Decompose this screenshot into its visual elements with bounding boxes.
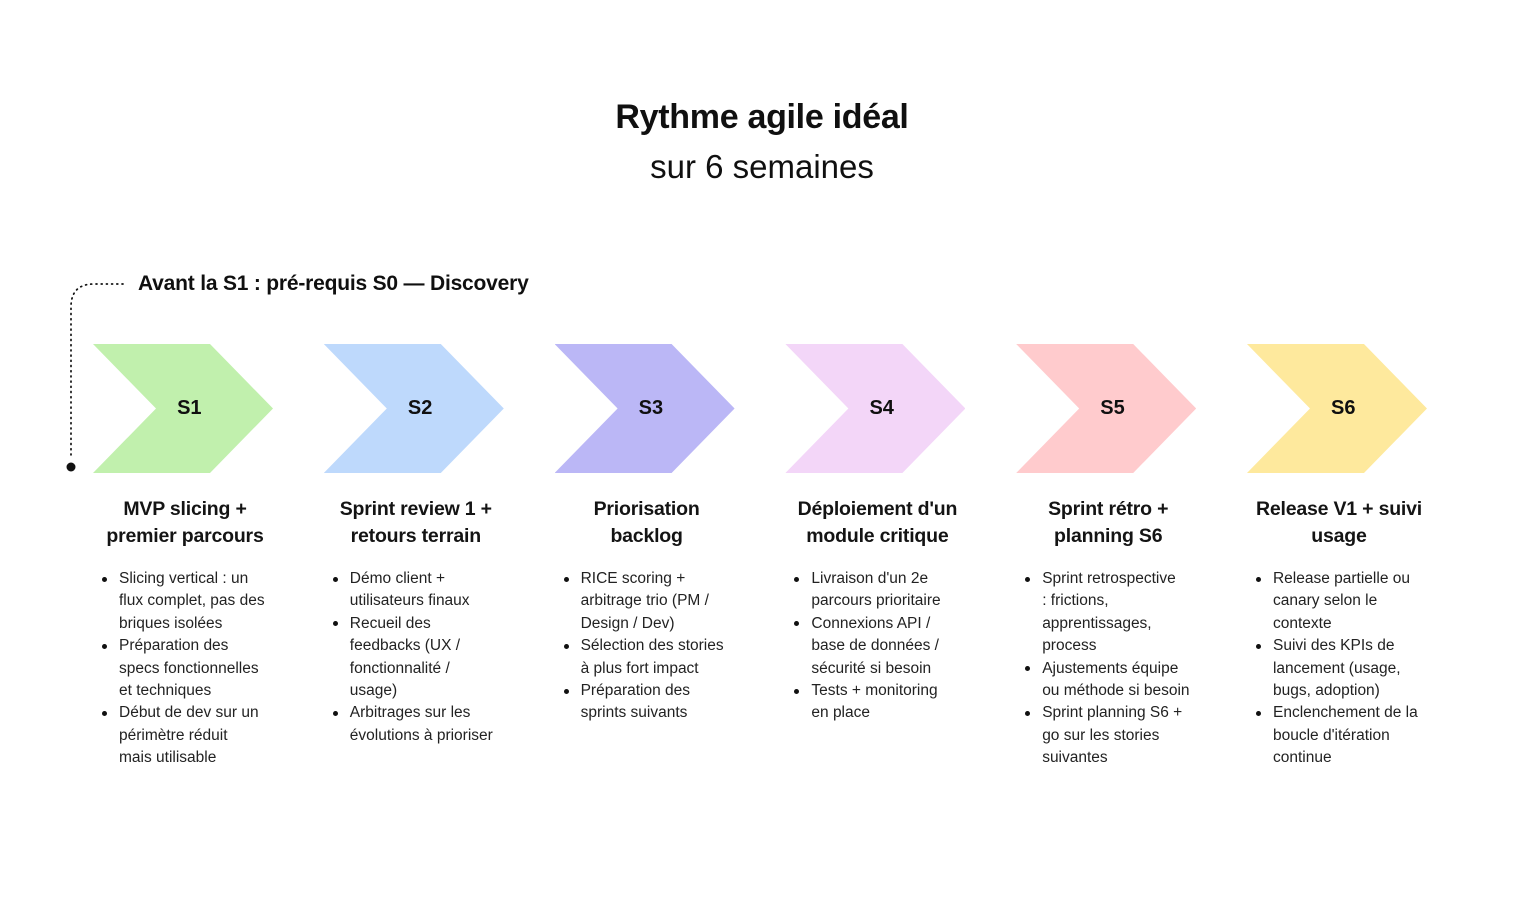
bullet-item: Release partielle ou canary selon le con… (1247, 568, 1431, 635)
step-title-s4: Déploiement d'un module critique (797, 498, 958, 547)
step-bullets-s3: RICE scoring + arbitrage trio (PM / Desi… (555, 568, 739, 725)
title-main: Rythme agile idéal (615, 98, 909, 136)
step-column-s2: S2 Sprint review 1 + retours terrain Dém… (323, 344, 508, 770)
bullet-item: Connexions API / base de données / sécur… (785, 613, 969, 680)
step-label-s1: S1 (177, 397, 202, 419)
step-bullets-s4: Livraison d'un 2e parcours prioritaire C… (785, 568, 969, 725)
bullet-item: Livraison d'un 2e parcours prioritaire (785, 568, 969, 613)
bullet-item: Sprint planning S6 + go sur les stories … (1016, 702, 1200, 769)
connector-endpoint-dot (66, 462, 76, 472)
annotation-label: Avant la S1 : pré-requis S0 — Discovery (138, 272, 529, 295)
step-bullets-s1: Slicing vertical : un flux complet, pas … (93, 568, 277, 770)
bullet-item: Slicing vertical : un flux complet, pas … (93, 568, 277, 635)
step-title-s5: Sprint rétro + planning S6 (1048, 498, 1169, 547)
step-bullets-s5: Sprint retrospective : frictions, appren… (1016, 568, 1200, 770)
chevron-arrow-s3: S3 (554, 344, 735, 473)
step-bullets-s6: Release partielle ou canary selon le con… (1247, 568, 1431, 770)
chevron-arrow-s5: S5 (1016, 344, 1197, 473)
bullet-item: Enclenchement de la boucle d'itération c… (1247, 702, 1431, 769)
bullet-item: Suivi des KPIs de lancement (usage, bugs… (1247, 635, 1431, 702)
step-column-s6: S6 Release V1 + suivi usage Release part… (1246, 344, 1431, 770)
chevron-arrow-s2: S2 (323, 344, 504, 473)
step-label-s2: S2 (407, 397, 433, 419)
bullet-item: Sprint retrospective : frictions, appren… (1016, 568, 1200, 658)
step-title-s2: Sprint review 1 + retours terrain (339, 498, 492, 547)
step-bullets-s2: Démo client + utilisateurs finaux Recuei… (324, 568, 508, 747)
step-column-s1: S1 MVP slicing + premier parcours Slicin… (93, 344, 277, 770)
chevron-arrow-s1: S1 (93, 344, 273, 473)
step-label-s4: S4 (869, 397, 894, 419)
bullet-item: Arbitrages sur les évolutions à priorise… (324, 702, 508, 747)
bullet-item: Démo client + utilisateurs finaux (324, 568, 508, 613)
title-subtitle: sur 6 semaines (650, 148, 874, 185)
bullet-item: Préparation des specs fonctionnelles et … (93, 635, 277, 702)
step-label-s3: S3 (638, 397, 664, 419)
bullet-item: Préparation des sprints suivants (555, 680, 739, 725)
bullet-item: Recueil des feedbacks (UX / fonctionnali… (324, 613, 508, 703)
timeline-columns: S1 MVP slicing + premier parcours Slicin… (93, 344, 1431, 770)
chevron-arrow-s6: S6 (1246, 344, 1427, 473)
step-column-s3: S3 Priorisation backlog RICE scoring + a… (554, 344, 739, 770)
step-column-s5: S5 Sprint rétro + planning S6 Sprint ret… (1016, 344, 1200, 770)
bullet-item: Début de dev sur un périmètre réduit mai… (93, 702, 277, 769)
step-column-s4: S4 Déploiement d'un module critique Livr… (785, 344, 969, 770)
bullet-item: Sélection des stories à plus fort impact (555, 635, 739, 680)
chevron-arrow-s4: S4 (785, 344, 966, 473)
step-title-s6: Release V1 + suivi usage (1255, 498, 1423, 547)
page-title: Rythme agile idéal sur 6 semaines (0, 96, 1524, 188)
step-title-s3: Priorisation backlog (593, 498, 700, 547)
bullet-item: Ajustements équipe ou méthode si besoin (1016, 658, 1200, 703)
bullet-item: Tests + monitoring en place (785, 680, 969, 725)
step-label-s6: S6 (1331, 397, 1356, 419)
step-label-s5: S5 (1100, 397, 1125, 419)
step-title-s1: MVP slicing + premier parcours (106, 498, 264, 547)
bullet-item: RICE scoring + arbitrage trio (PM / Desi… (555, 568, 739, 635)
